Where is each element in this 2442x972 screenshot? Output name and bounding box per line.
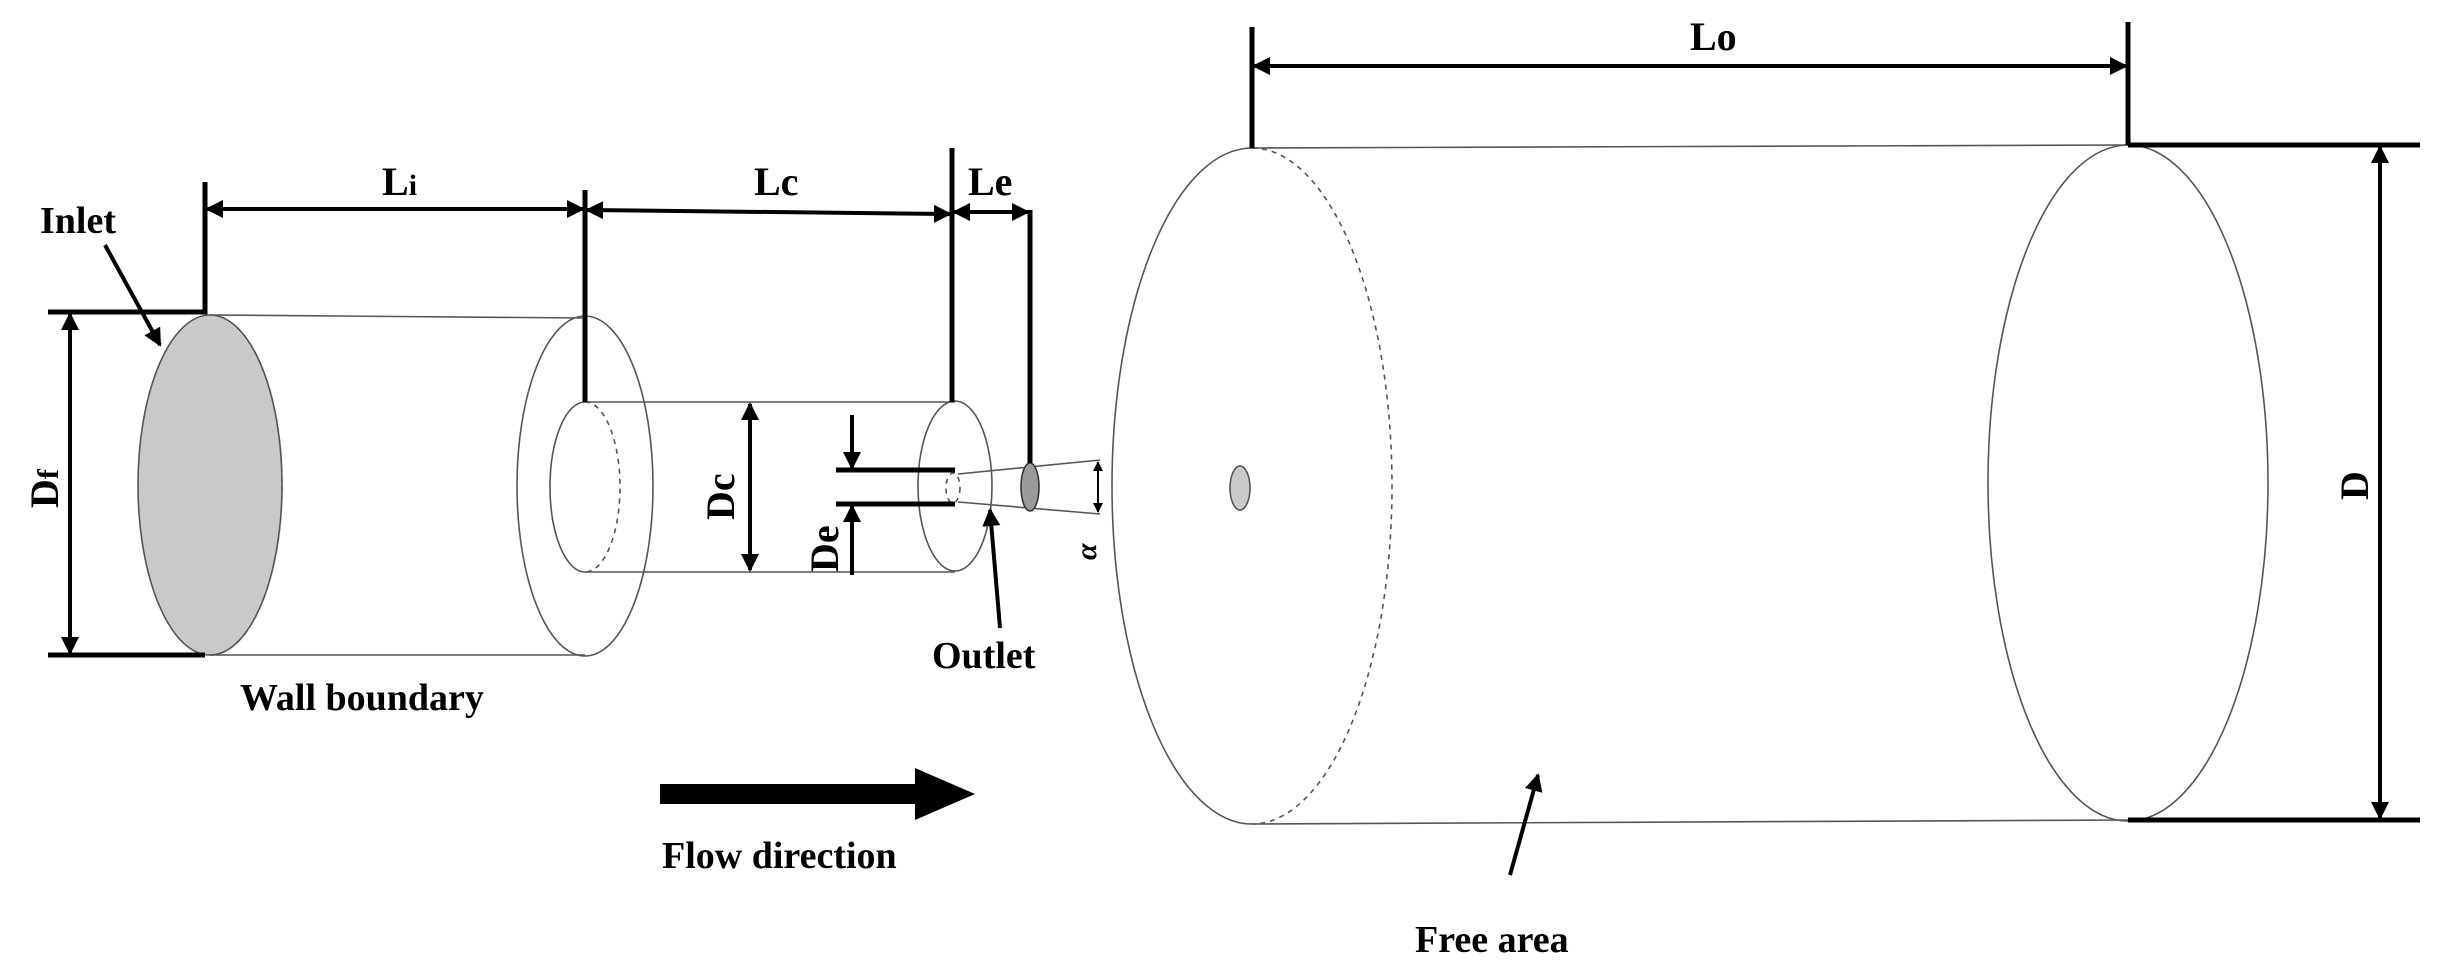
dc-label: Dc [698, 473, 743, 520]
inlet-label: Inlet [40, 200, 116, 242]
alpha-label: α [1070, 543, 1103, 560]
flow-arrow-shaft [660, 784, 920, 804]
df-label-sub: f [32, 468, 65, 479]
lo-label: Lo [1690, 14, 1737, 59]
le-label: Le [968, 159, 1012, 204]
free-area-front-solid [1111, 147, 1253, 825]
inlet-pointer-arrow [103, 244, 162, 347]
free-area-center-marker [1229, 465, 1251, 511]
inlet-chamber [137, 314, 654, 657]
free-area-cylinder [1111, 144, 2269, 825]
convergent-end-face [917, 400, 993, 572]
wall-boundary-label: Wall boundary [240, 677, 484, 719]
outlet-face [1020, 462, 1040, 512]
lc-label: Lc [754, 159, 798, 204]
li-label: Li [382, 159, 417, 204]
convergent-start-solid [549, 401, 586, 573]
free-area-pointer-arrow [1508, 773, 1543, 876]
dimension-lines [48, 22, 2420, 823]
flow-direction-arrow [660, 768, 975, 820]
inlet-chamber-top-edge [209, 314, 586, 319]
lc-dimension [585, 201, 952, 223]
outlet-cone [957, 459, 1103, 515]
li-extension-left [48, 182, 208, 315]
free-area-end-face [1987, 144, 2269, 822]
free-area-bottom-edge [1251, 819, 2129, 825]
free-area-front-dashed [1251, 147, 1393, 825]
flow-arrow-head [915, 768, 975, 820]
df-label: Df [22, 468, 67, 508]
outlet-pointer-arrow [982, 508, 1002, 629]
li-label-main: L [382, 159, 409, 204]
flow-direction-label: Flow direction [662, 835, 897, 877]
df-label-main: D [22, 479, 67, 508]
nozzle-exit-dashed [945, 472, 961, 504]
inlet-face [137, 314, 283, 656]
de-label: De [802, 525, 847, 572]
convergent-start-dashed [584, 401, 621, 573]
pointer-arrows [103, 244, 1543, 876]
d-label: D [2332, 471, 2377, 500]
li-label-sub: i [409, 169, 417, 202]
convergent-section [549, 400, 993, 573]
free-area-top-edge [1251, 144, 2129, 149]
free-area-label: Free area [1415, 919, 1569, 961]
outlet-label: Outlet [932, 635, 1036, 677]
